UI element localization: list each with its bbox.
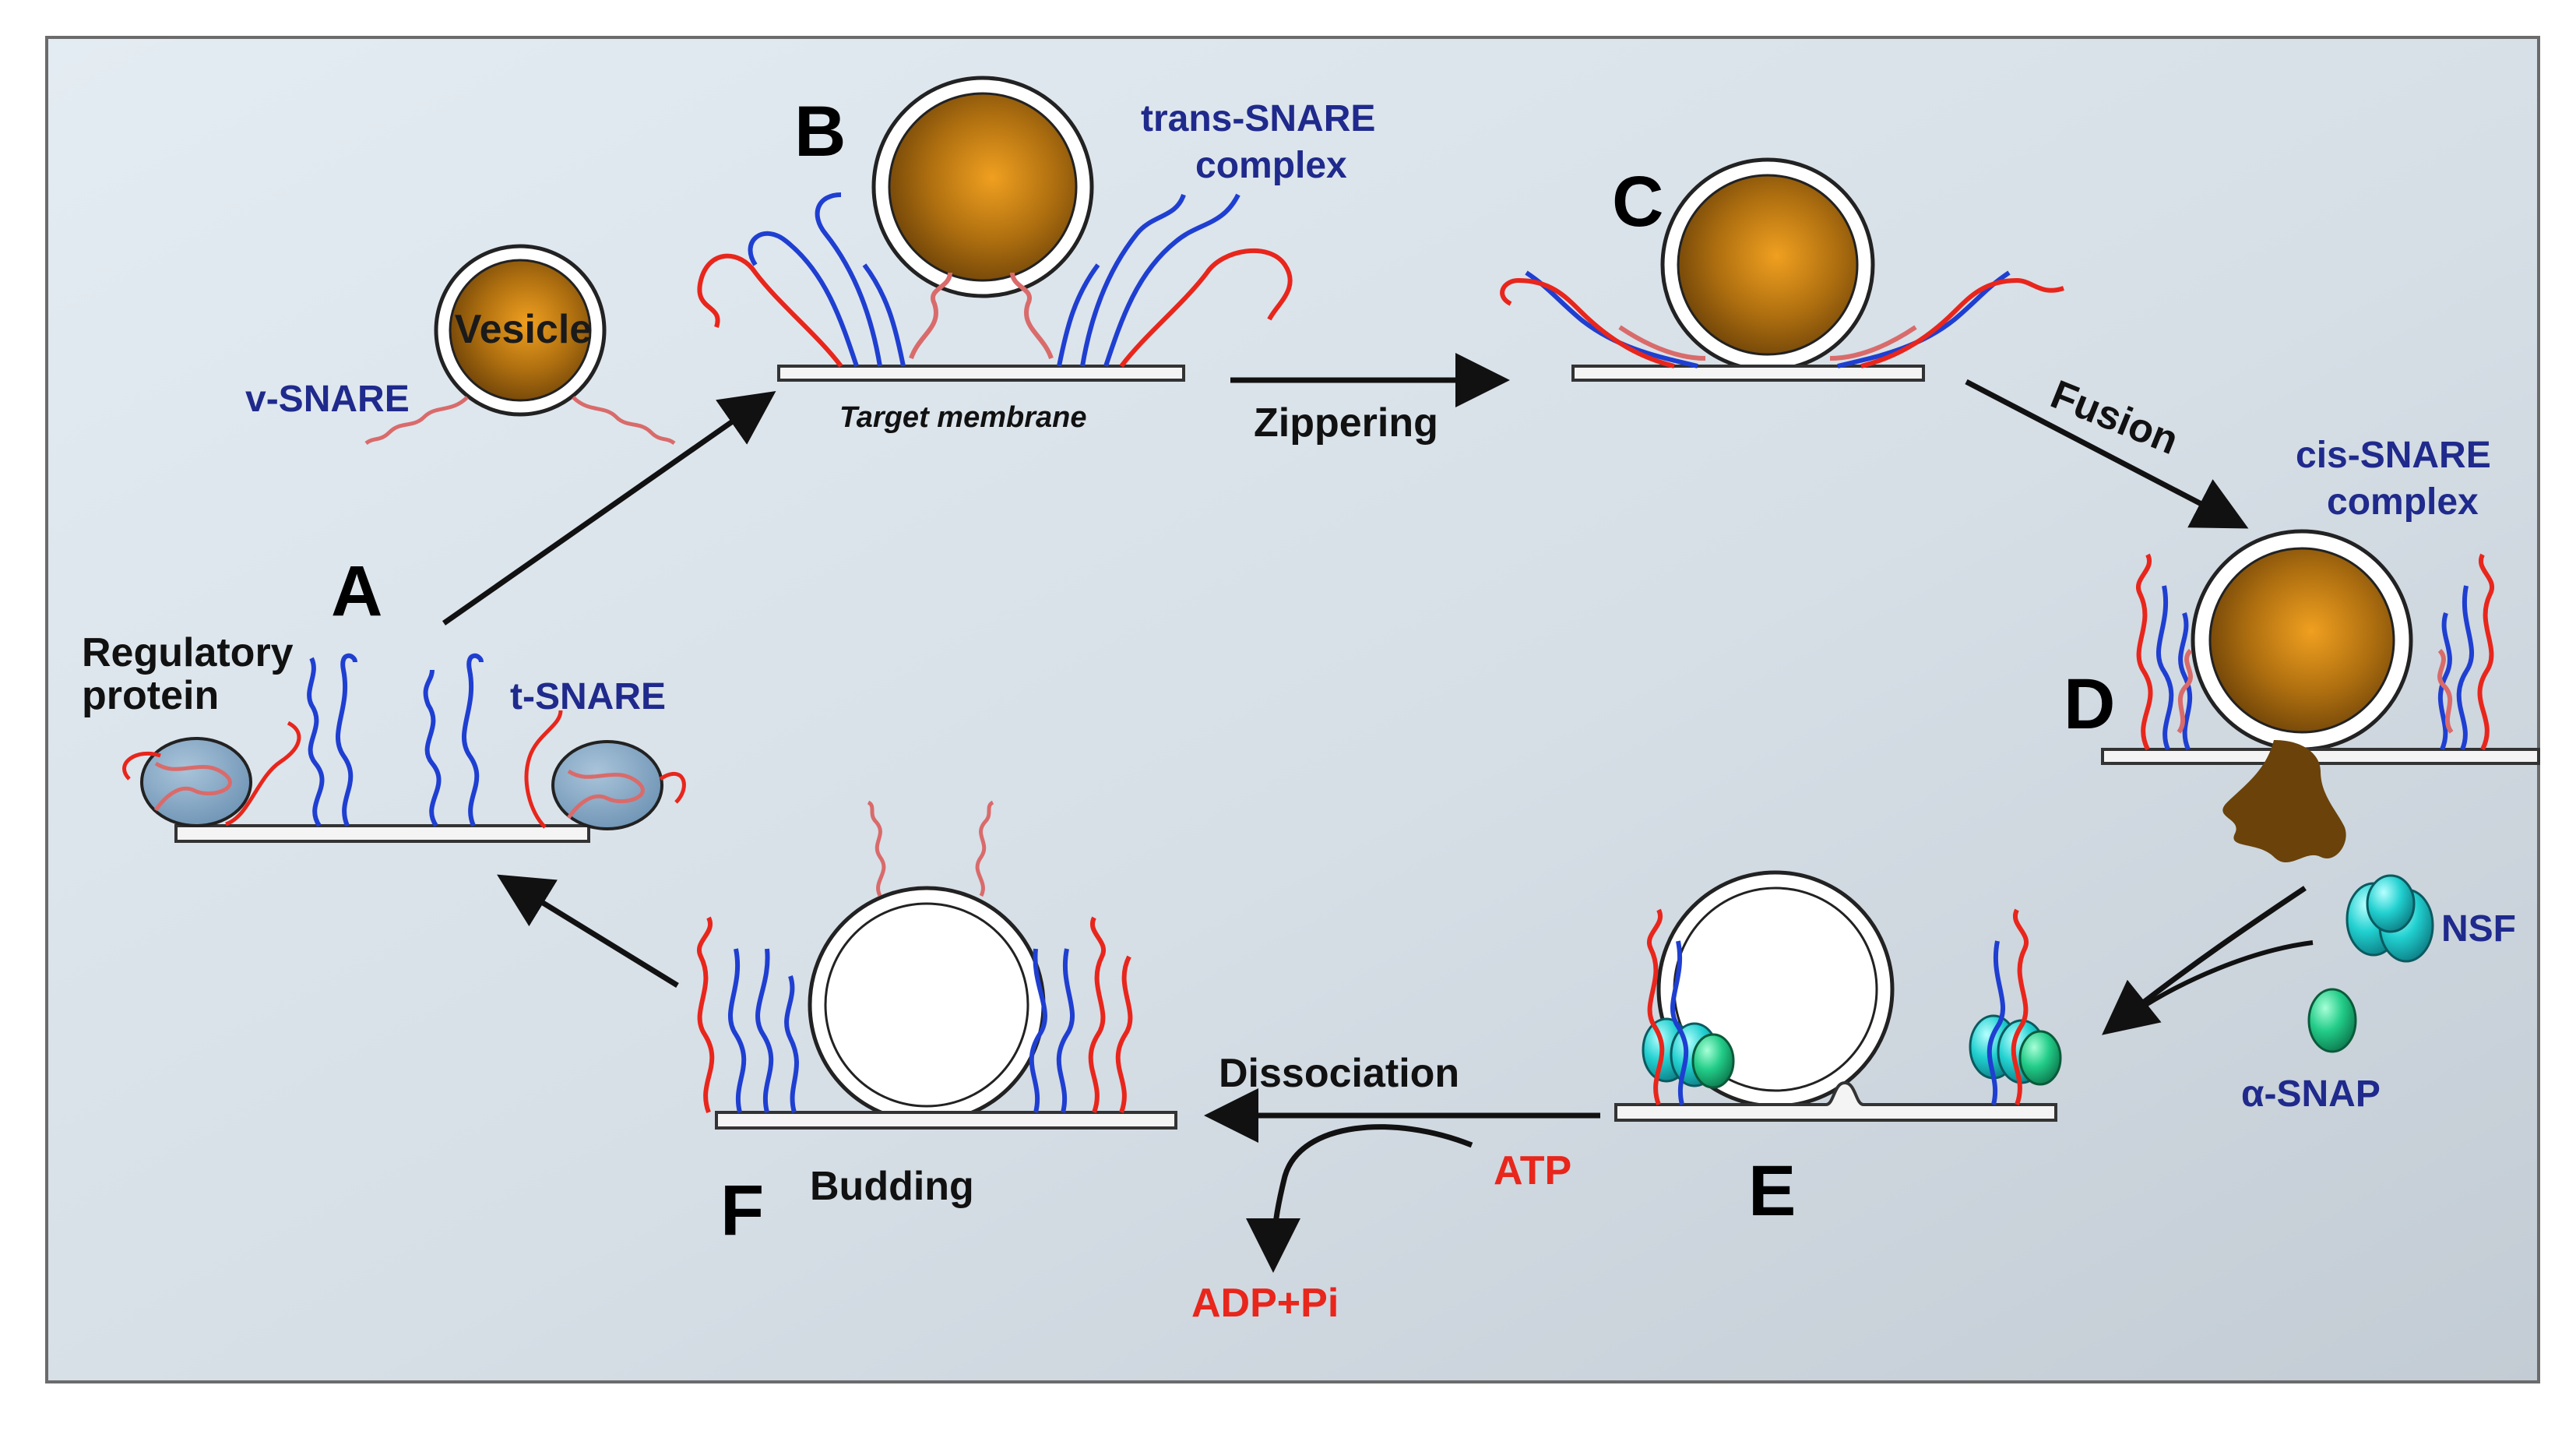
stage-f-v-snare-left [867,800,886,897]
stage-c-membrane [1571,365,1925,382]
trans-snare-label-line1: trans-SNARE [1141,98,1375,139]
stage-e-snare-left [1647,908,1689,1106]
nsf-label: NSF [2441,908,2516,950]
stage-f-vesicle [808,886,1046,1124]
stage-a-vesicle: Vesicle [364,244,676,446]
v-snare-label: v-SNARE [245,379,410,420]
t-snare-label: t-SNARE [510,676,666,717]
stage-d-cis-snare-right [2437,553,2494,751]
t-snare-strands [307,653,484,827]
stage-d-vesicle [2191,529,2413,752]
stage-f-t-snare-left [697,916,799,1114]
budding-label: Budding [810,1164,974,1209]
stage-e-snare-right [1987,908,2029,1106]
stage-f-t-snare-right [1029,916,1133,1114]
stage-c-snare-right [1829,270,2064,368]
nsf-protein [2345,874,2434,963]
stage-f-v-snare-right [975,800,994,897]
arrow-f-to-a [497,874,679,988]
v-snare-tail-left [364,396,469,446]
regulatory-protein-right [524,710,686,830]
target-membrane-label: Target membrane [839,401,1086,434]
stage-d-membrane [2101,748,2540,765]
arrow-d-to-e-branch [2132,940,2314,1015]
arrow-c-to-d [1965,379,2249,529]
alpha-snap-label: α-SNAP [2241,1073,2381,1115]
stage-d-letter: D [2064,664,2115,744]
stage-b-trans-snare-left [697,192,952,368]
stage-a-letter: A [331,552,382,631]
stage-d-cis-snare-left [2136,553,2193,751]
alpha-snap-protein [2307,988,2357,1053]
stage-f-letter: F [720,1171,764,1250]
cis-snare-label-line1: cis-SNARE [2296,435,2491,476]
stage-c-vesicle [1660,157,1875,372]
zippering-label: Zippering [1254,400,1438,446]
regulatory-protein-label-line2: protein [82,673,219,718]
stage-e-membrane [1614,1080,2057,1122]
stage-b-membrane [777,365,1185,382]
atp-to-adp-arrow [1246,1124,1473,1273]
background-panel [45,36,2540,1383]
stage-e-letter: E [1748,1151,1796,1231]
stage-b-trans-snare-right [1010,193,1293,368]
arrow-a-to-b [442,390,776,626]
regulatory-protein-left [122,721,301,827]
atp-label: ATP [1494,1148,1571,1193]
stage-c-letter: C [1612,162,1663,241]
v-snare-tail-right [572,396,676,446]
stage-b-vesicle [871,76,1094,298]
adp-pi-label: ADP+Pi [1191,1281,1339,1326]
fusion-pore-contents [2222,740,2346,863]
vesicle-label: Vesicle [455,307,592,352]
cis-snare-label-line2: complex [2327,481,2479,523]
trans-snare-label-line2: complex [1195,145,1347,186]
stage-c-snare-left [1500,270,1706,368]
stage-b-letter: B [794,92,846,171]
regulatory-protein-label-line1: Regulatory [82,630,294,675]
dissociation-label: Dissociation [1219,1051,1459,1096]
stage-f-membrane [715,1111,1177,1130]
stage-a-membrane [174,824,590,843]
arrow-d-to-e [2102,886,2307,1035]
